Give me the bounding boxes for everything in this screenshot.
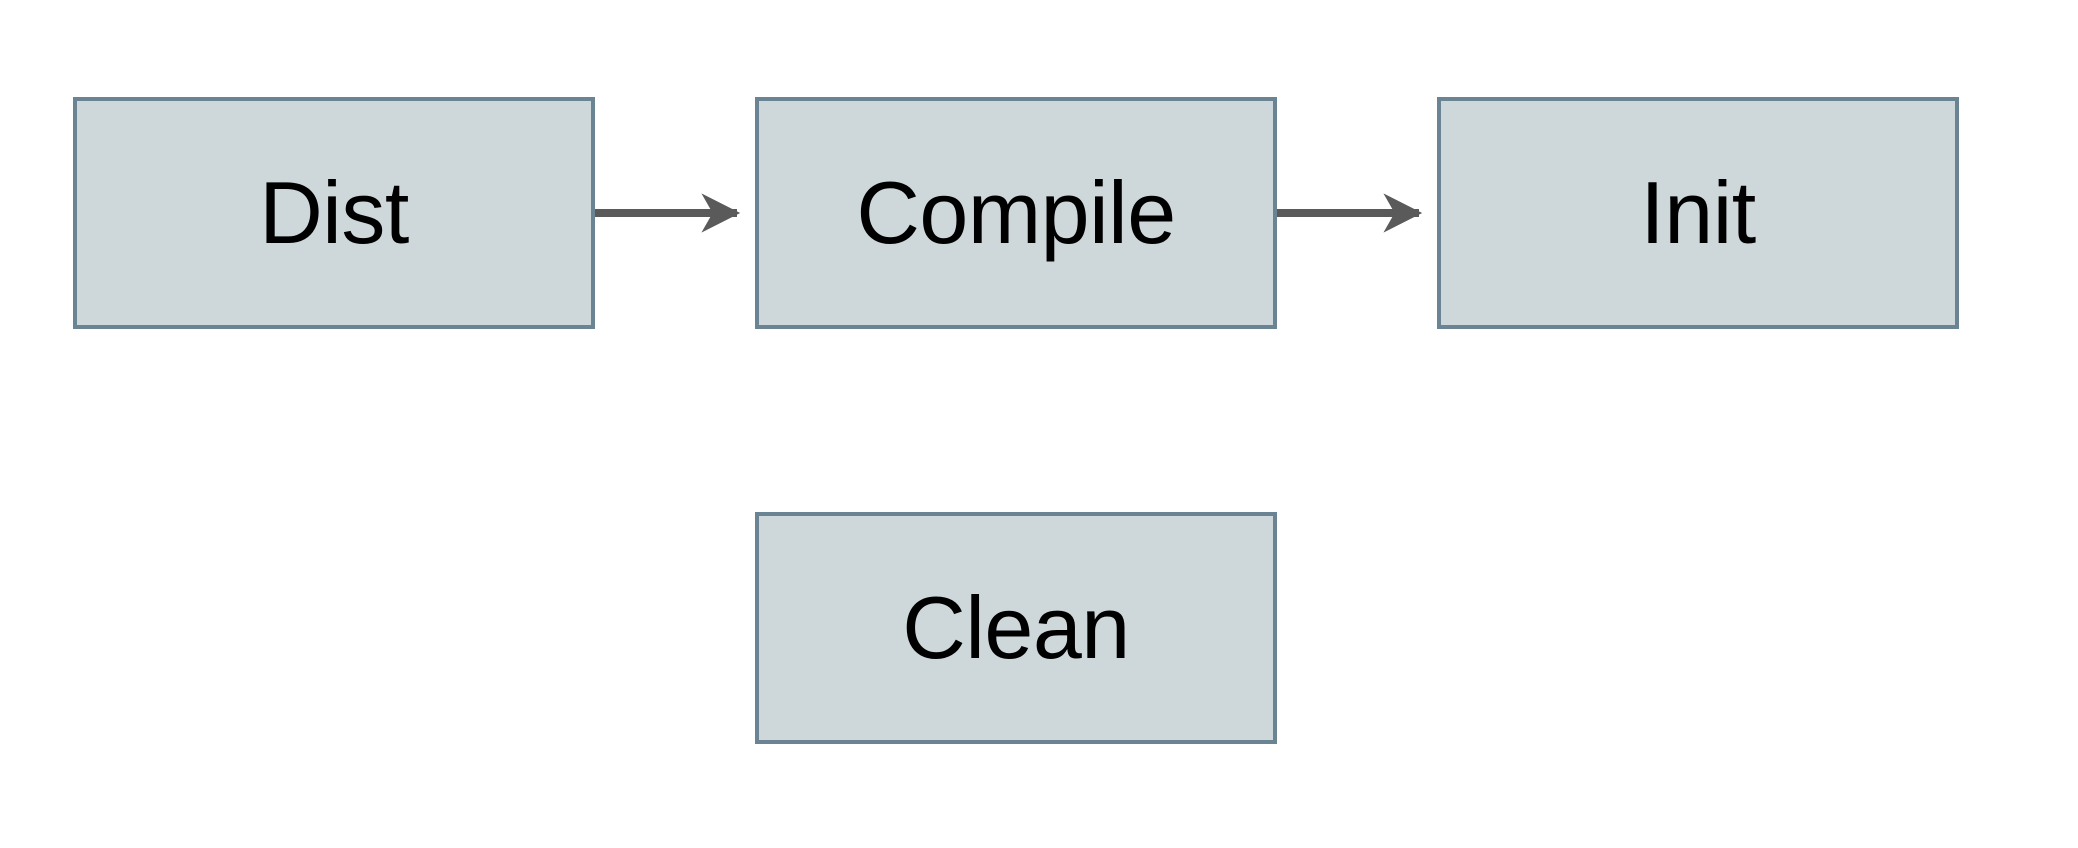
node-init[interactable]: Init [1437,97,1959,329]
node-dist[interactable]: Dist [73,97,595,329]
node-label-compile: Compile [856,163,1176,262]
node-clean[interactable]: Clean [755,512,1277,744]
node-label-clean: Clean [902,578,1130,677]
node-label-init: Init [1640,163,1756,262]
node-compile[interactable]: Compile [755,97,1277,329]
node-label-dist: Dist [259,163,409,262]
